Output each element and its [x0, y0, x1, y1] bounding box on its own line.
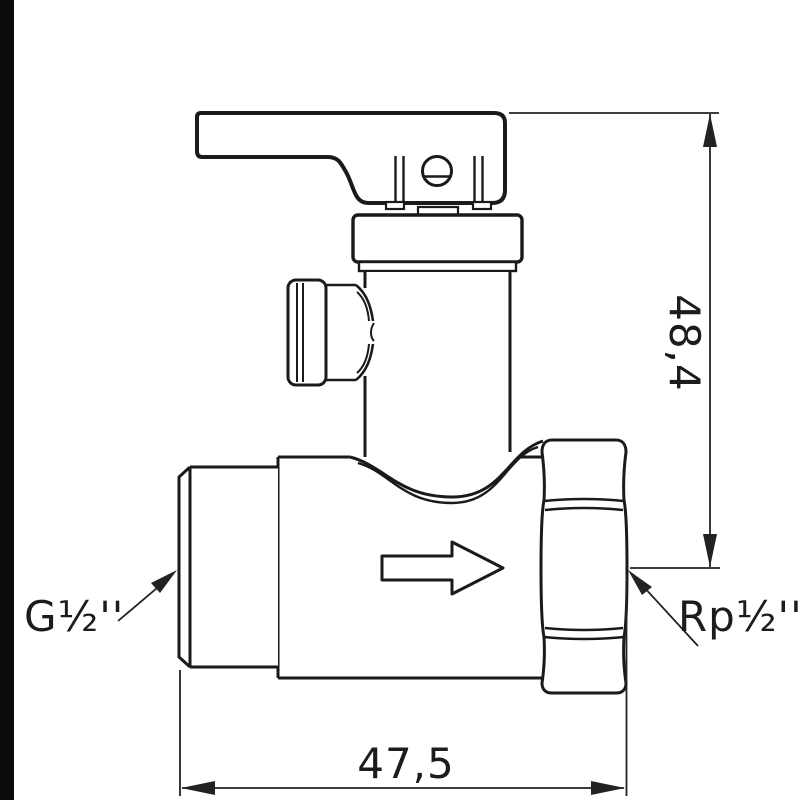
arrowhead-right-icon — [591, 781, 625, 795]
inlet-leader — [117, 570, 177, 622]
flow-arrow-icon — [380, 540, 505, 596]
inlet-leader-arrowhead-icon — [151, 570, 177, 593]
height-dimension — [509, 112, 720, 569]
outlet-leader — [628, 570, 699, 647]
handle-slot-left — [394, 156, 405, 202]
handle-foot-right — [471, 200, 493, 211]
spring-housing — [363, 270, 512, 457]
arrowhead-down-icon — [703, 534, 717, 567]
valve-handle — [195, 111, 507, 217]
bonnet-lip — [357, 260, 518, 273]
height-dimension-label: 48,4 — [660, 294, 709, 392]
inlet-thread-end — [177, 465, 278, 669]
drain-cap — [286, 278, 328, 387]
inlet-end-cap — [177, 465, 192, 669]
arrowhead-left-icon — [181, 781, 215, 795]
arrowhead-up-icon — [703, 114, 717, 147]
handle-foot-left — [384, 200, 406, 211]
nut-face-line-upper — [543, 497, 625, 512]
outlet-thread-label: Rp½'' — [678, 592, 800, 641]
body-fillet-inner — [357, 445, 539, 505]
outlet-funnel-bottom — [355, 343, 375, 382]
length-dimension — [179, 574, 628, 796]
nut-face-line-lower — [543, 626, 625, 641]
inlet-thread-label: G½'' — [24, 592, 125, 641]
length-dimension-label: 47,5 — [357, 739, 455, 788]
scan-edge-artifact — [0, 0, 14, 800]
valve-bonnet — [351, 213, 524, 273]
drain-outlet — [286, 278, 375, 387]
outlet-funnel-top — [355, 283, 375, 322]
hex-nut — [539, 438, 629, 695]
outlet-leader-arrowhead-icon — [628, 570, 652, 595]
handle-screw — [421, 155, 453, 187]
handle-slot-right — [473, 156, 484, 202]
body-fillet-outer — [349, 439, 544, 499]
